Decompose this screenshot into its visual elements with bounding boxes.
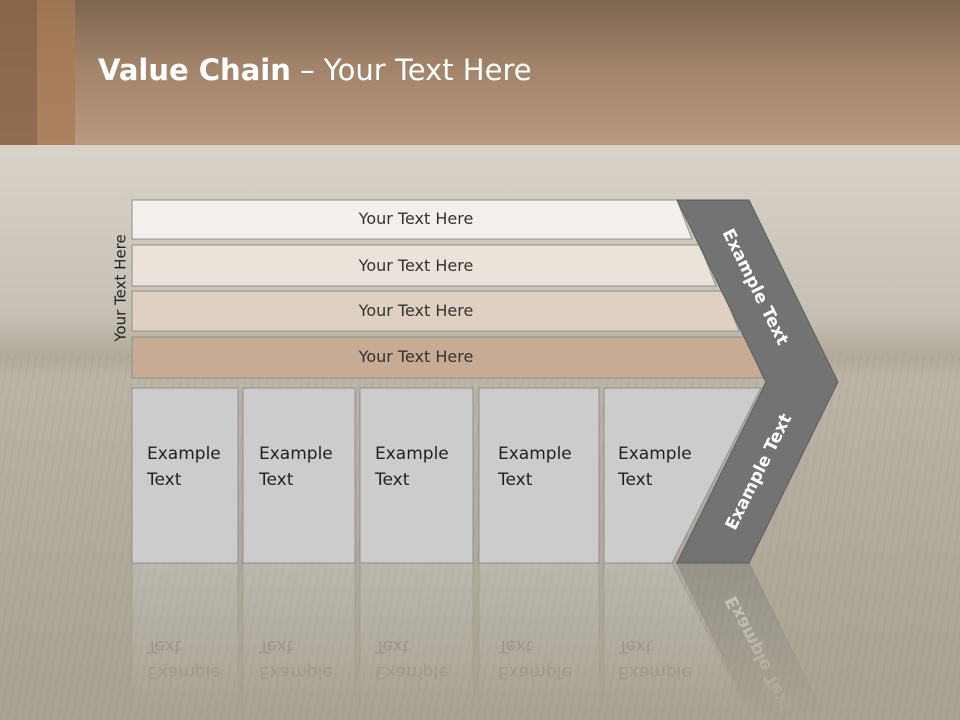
reflection-box-5-line1: Example — [618, 662, 692, 682]
box-1-line2: Text — [146, 470, 182, 490]
header-accent-stripe-light — [37, 0, 75, 145]
bar-row-4: Your Text Here — [131, 336, 764, 379]
bar-4-label: Your Text Here — [358, 347, 474, 366]
reflection-box-4-line1: Example — [498, 662, 572, 682]
box-2-shape — [242, 387, 356, 564]
box-4-line2: Text — [497, 470, 533, 490]
header-band — [0, 0, 960, 145]
box-4: Example Text — [478, 387, 600, 564]
reflection-box-1-line2: Text — [146, 636, 182, 656]
side-label: Your Text Here — [112, 234, 130, 342]
box-3-shape — [359, 387, 474, 564]
box-2-line1: Example — [259, 444, 333, 464]
box-4-line1: Example — [498, 444, 572, 464]
bar-row-3: Your Text Here — [131, 290, 740, 332]
box-1-line1: Example — [147, 444, 221, 464]
box-5-line2: Text — [617, 470, 653, 490]
bar-row-1: Your Text Here — [131, 199, 693, 240]
reflection-box-3-line2: Text — [374, 636, 410, 656]
title-bold: Value Chain — [98, 53, 291, 87]
page-title: Value Chain – Your Text Here — [98, 53, 532, 87]
box-3-line2: Text — [374, 470, 410, 490]
box-2-line2: Text — [258, 470, 294, 490]
box-5-line1: Example — [618, 444, 692, 464]
box-4-shape — [478, 387, 600, 564]
bar-1-shape — [131, 199, 693, 240]
title-rest: – Your Text Here — [290, 53, 532, 87]
reflection-box-2-line1: Example — [259, 662, 333, 682]
reflection-box-1-line1: Example — [147, 662, 221, 682]
diagram-reflection: Example Text Example Text Example Text E… — [131, 562, 827, 720]
reflection-box-5-line2: Text — [617, 636, 653, 656]
bar-2-shape — [131, 244, 717, 287]
reflection-box-4-line2: Text — [497, 636, 533, 656]
bar-row-2: Your Text Here — [131, 244, 717, 287]
bar-1-label: Your Text Here — [358, 209, 474, 228]
reflection-box-3-line1: Example — [375, 662, 449, 682]
reflection-box-2-line2: Text — [258, 636, 294, 656]
bar-2-label: Your Text Here — [358, 256, 474, 275]
bar-3-label: Your Text Here — [358, 301, 474, 320]
header-accent-stripe-dark — [0, 0, 37, 145]
bar-4-shape — [131, 336, 764, 379]
box-3: Example Text — [359, 387, 474, 564]
box-1: Example Text — [131, 387, 239, 564]
box-3-line1: Example — [375, 444, 449, 464]
bar-3-shape — [131, 290, 740, 332]
box-2: Example Text — [242, 387, 356, 564]
